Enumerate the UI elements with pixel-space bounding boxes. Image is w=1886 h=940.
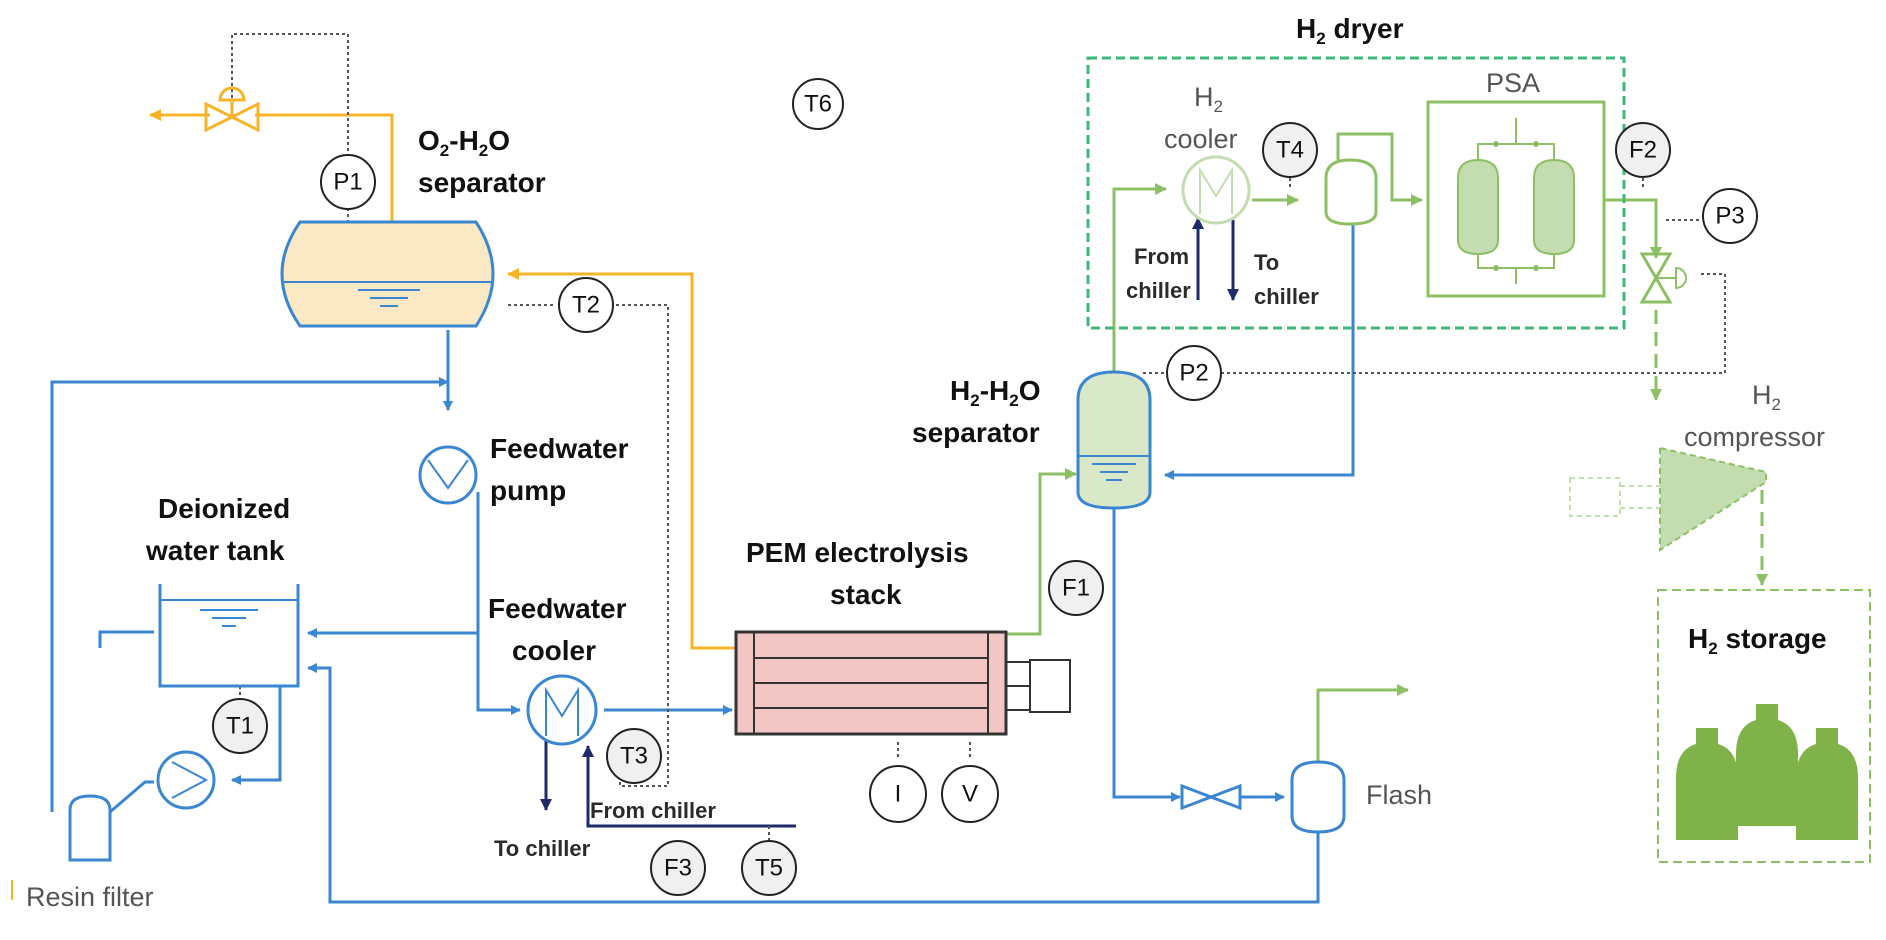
- feedwater-cooler: [526, 674, 598, 746]
- to-chiller-upper-label: To: [1254, 250, 1279, 275]
- h2-storage-label: H2 storage: [1688, 623, 1827, 658]
- instrument-i: I: [869, 765, 927, 823]
- instrument-t6: T6: [792, 78, 844, 130]
- pem-stack-label-line2: stack: [830, 579, 902, 610]
- h2-compressor-label-line2: compressor: [1684, 422, 1825, 452]
- h2-h2o-separator-label: H2-H2O: [950, 375, 1041, 410]
- feedwater-pump: [418, 445, 478, 505]
- h2-compressor-label: H2: [1752, 380, 1781, 414]
- instrument-f3-label: F3: [664, 854, 692, 881]
- instrument-t4-label: T4: [1276, 136, 1304, 163]
- flash-label: Flash: [1366, 780, 1432, 810]
- psa-unit: [1426, 100, 1606, 298]
- instrument-t6-label: T6: [804, 90, 832, 117]
- from-chiller-upper-label: From: [1134, 244, 1189, 269]
- h2-cooler: [1181, 155, 1251, 225]
- h2-cooler-label: H2: [1194, 82, 1223, 116]
- recirculation-pump: [156, 750, 216, 810]
- instrument-t3: T3: [606, 728, 662, 784]
- instrument-i-label: I: [895, 780, 902, 807]
- instrument-f1: F1: [1048, 560, 1104, 616]
- h2-cooler-label-line2: cooler: [1164, 124, 1238, 154]
- instrument-t2: T2: [558, 277, 614, 333]
- instrument-p2: P2: [1166, 345, 1222, 401]
- instrument-f3: F3: [650, 840, 706, 896]
- deionized-water-tank-label-line2: water tank: [145, 535, 285, 566]
- oxygen-lines: [149, 109, 735, 650]
- instrument-t5: T5: [741, 840, 797, 896]
- instrument-t2-label: T2: [572, 291, 600, 318]
- h2-dryer-box: [1086, 56, 1626, 330]
- h2-h2o-separator: [1076, 370, 1152, 510]
- from-chiller-upper-label-line2: chiller: [1126, 278, 1191, 303]
- feedwater-cooler-label: Feedwater: [488, 593, 627, 624]
- instrument-t5-label: T5: [755, 854, 783, 881]
- instrument-t1: T1: [212, 698, 268, 754]
- h2-compressor: [1569, 446, 1767, 552]
- resin-filter-label: Resin filter: [26, 882, 154, 912]
- o2-h2o-separator-label-line2: separator: [418, 167, 546, 198]
- h2-dryer-label: H2 dryer: [1296, 13, 1404, 48]
- instrument-f2-label: F2: [1629, 136, 1657, 163]
- flash-drum: [1290, 760, 1346, 834]
- feedwater-pump-label-line2: pump: [490, 475, 566, 506]
- h2-knockout-drum: [1324, 158, 1378, 226]
- flash-valve: [1180, 783, 1242, 811]
- deionized-water-tank: [158, 584, 300, 688]
- from-chiller-lower-label: From chiller: [590, 798, 716, 823]
- to-chiller-lower-label: To chiller: [494, 836, 591, 861]
- instrument-v: V: [941, 765, 999, 823]
- feedwater-cooler-label-line2: cooler: [512, 635, 596, 666]
- instrument-p3-label: P3: [1715, 202, 1744, 229]
- h2-storage: [1657, 589, 1871, 863]
- pem-stack-label: PEM electrolysis: [746, 537, 969, 568]
- h2-pressure-valve: [1639, 252, 1687, 304]
- instrument-v-label: V: [962, 780, 978, 807]
- instrument-p1: P1: [320, 154, 376, 210]
- instrument-p1-label: P1: [333, 168, 362, 195]
- pem-electrolysis-stack: [734, 630, 1071, 736]
- instrument-t4: T4: [1262, 122, 1318, 178]
- o2-h2o-separator-label: O2-H2O: [418, 125, 510, 160]
- oxygen-vent-valve: [204, 86, 260, 133]
- instrument-p2-label: P2: [1179, 359, 1208, 386]
- instrument-f1-label: F1: [1062, 574, 1090, 601]
- h2-h2o-separator-label-line2: separator: [912, 417, 1040, 448]
- instrument-f2: F2: [1615, 122, 1671, 178]
- instrument-p3: P3: [1702, 188, 1758, 244]
- psa-label: PSA: [1486, 68, 1540, 98]
- hydrogen-lines: [1005, 132, 1768, 762]
- water-lines: [50, 222, 1355, 904]
- resin-filter: [11, 794, 112, 900]
- o2-h2o-separator: [280, 220, 495, 328]
- feedwater-pump-label: Feedwater: [490, 433, 629, 464]
- to-chiller-upper-label-line2: chiller: [1254, 284, 1319, 309]
- instrument-t1-label: T1: [226, 712, 254, 739]
- deionized-water-tank-label: Deionized: [158, 493, 290, 524]
- instrument-t3-label: T3: [620, 742, 648, 769]
